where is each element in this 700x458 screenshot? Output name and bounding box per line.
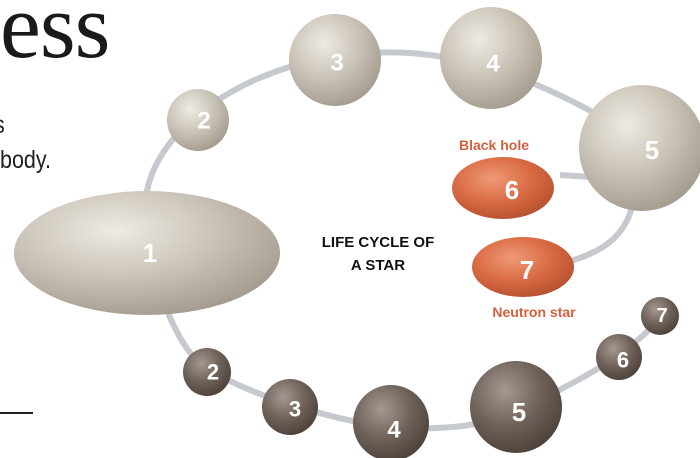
dark-star-7-number: 7 (656, 305, 667, 327)
star-4-number: 4 (486, 51, 500, 78)
neutron-star-number: 7 (520, 255, 534, 285)
black-hole-label: Black hole (459, 137, 529, 153)
black-hole-number: 6 (505, 175, 519, 205)
neutron-star-label: Neutron star (492, 304, 576, 320)
star-3-number: 3 (330, 50, 343, 77)
star-5-number: 5 (645, 135, 659, 165)
dark-star-2-number: 2 (207, 360, 219, 385)
dark-star-6-number: 6 (617, 348, 629, 373)
star-5-circle (579, 85, 700, 211)
dark-star-5-number: 5 (512, 397, 526, 427)
dark-star-4-number: 4 (387, 417, 401, 444)
center-title-line-1: LIFE CYCLE OF (322, 234, 435, 251)
star-1-number: 1 (143, 238, 157, 268)
star-2-number: 2 (197, 108, 210, 135)
dark-star-3-number: 3 (289, 397, 301, 422)
center-title-line-2: A STAR (351, 257, 405, 274)
black-hole-ellipse (452, 157, 554, 219)
